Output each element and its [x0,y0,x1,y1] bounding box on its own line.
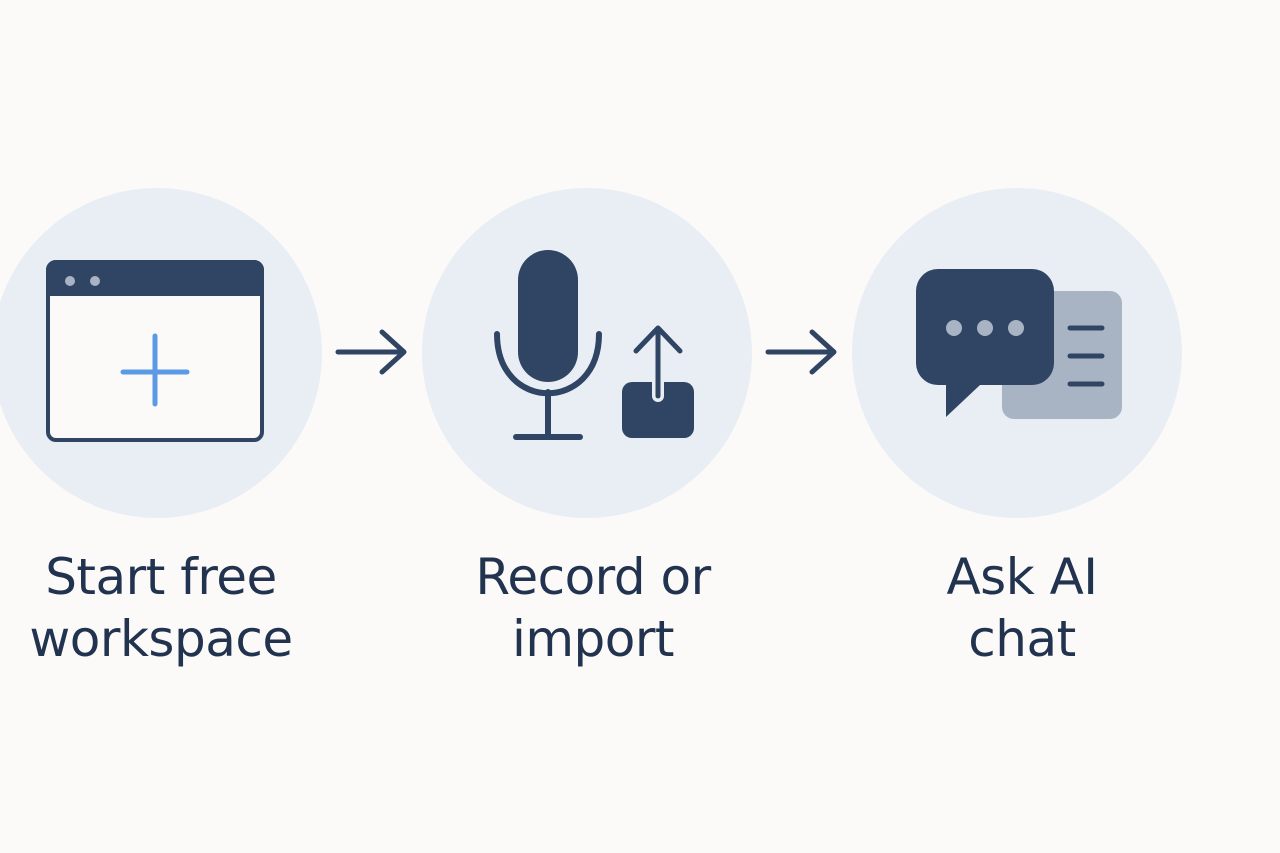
step-1-label-line-2: workspace [29,610,293,668]
browser-window-plus-icon [46,260,264,442]
step-3-label: Ask AI chat [857,546,1187,670]
step-3-label-line-2: chat [968,610,1076,668]
microphone-upload-icon [494,250,694,440]
step-2-circle [422,188,752,518]
step-1-circle [0,188,322,518]
step-3-label-line-1: Ask AI [946,548,1098,606]
chat-bubble-document-icon [916,269,1122,419]
step-1-label-line-1: Start free [45,548,277,606]
step-2-label: Record or import [428,546,758,670]
arrow-right-icon [335,329,407,375]
step-2-label-line-1: Record or [475,548,711,606]
step-1-label: Start free workspace [0,546,326,670]
step-3-circle [852,188,1182,518]
step-2-label-line-2: import [511,610,675,668]
arrow-right-icon [765,329,837,375]
